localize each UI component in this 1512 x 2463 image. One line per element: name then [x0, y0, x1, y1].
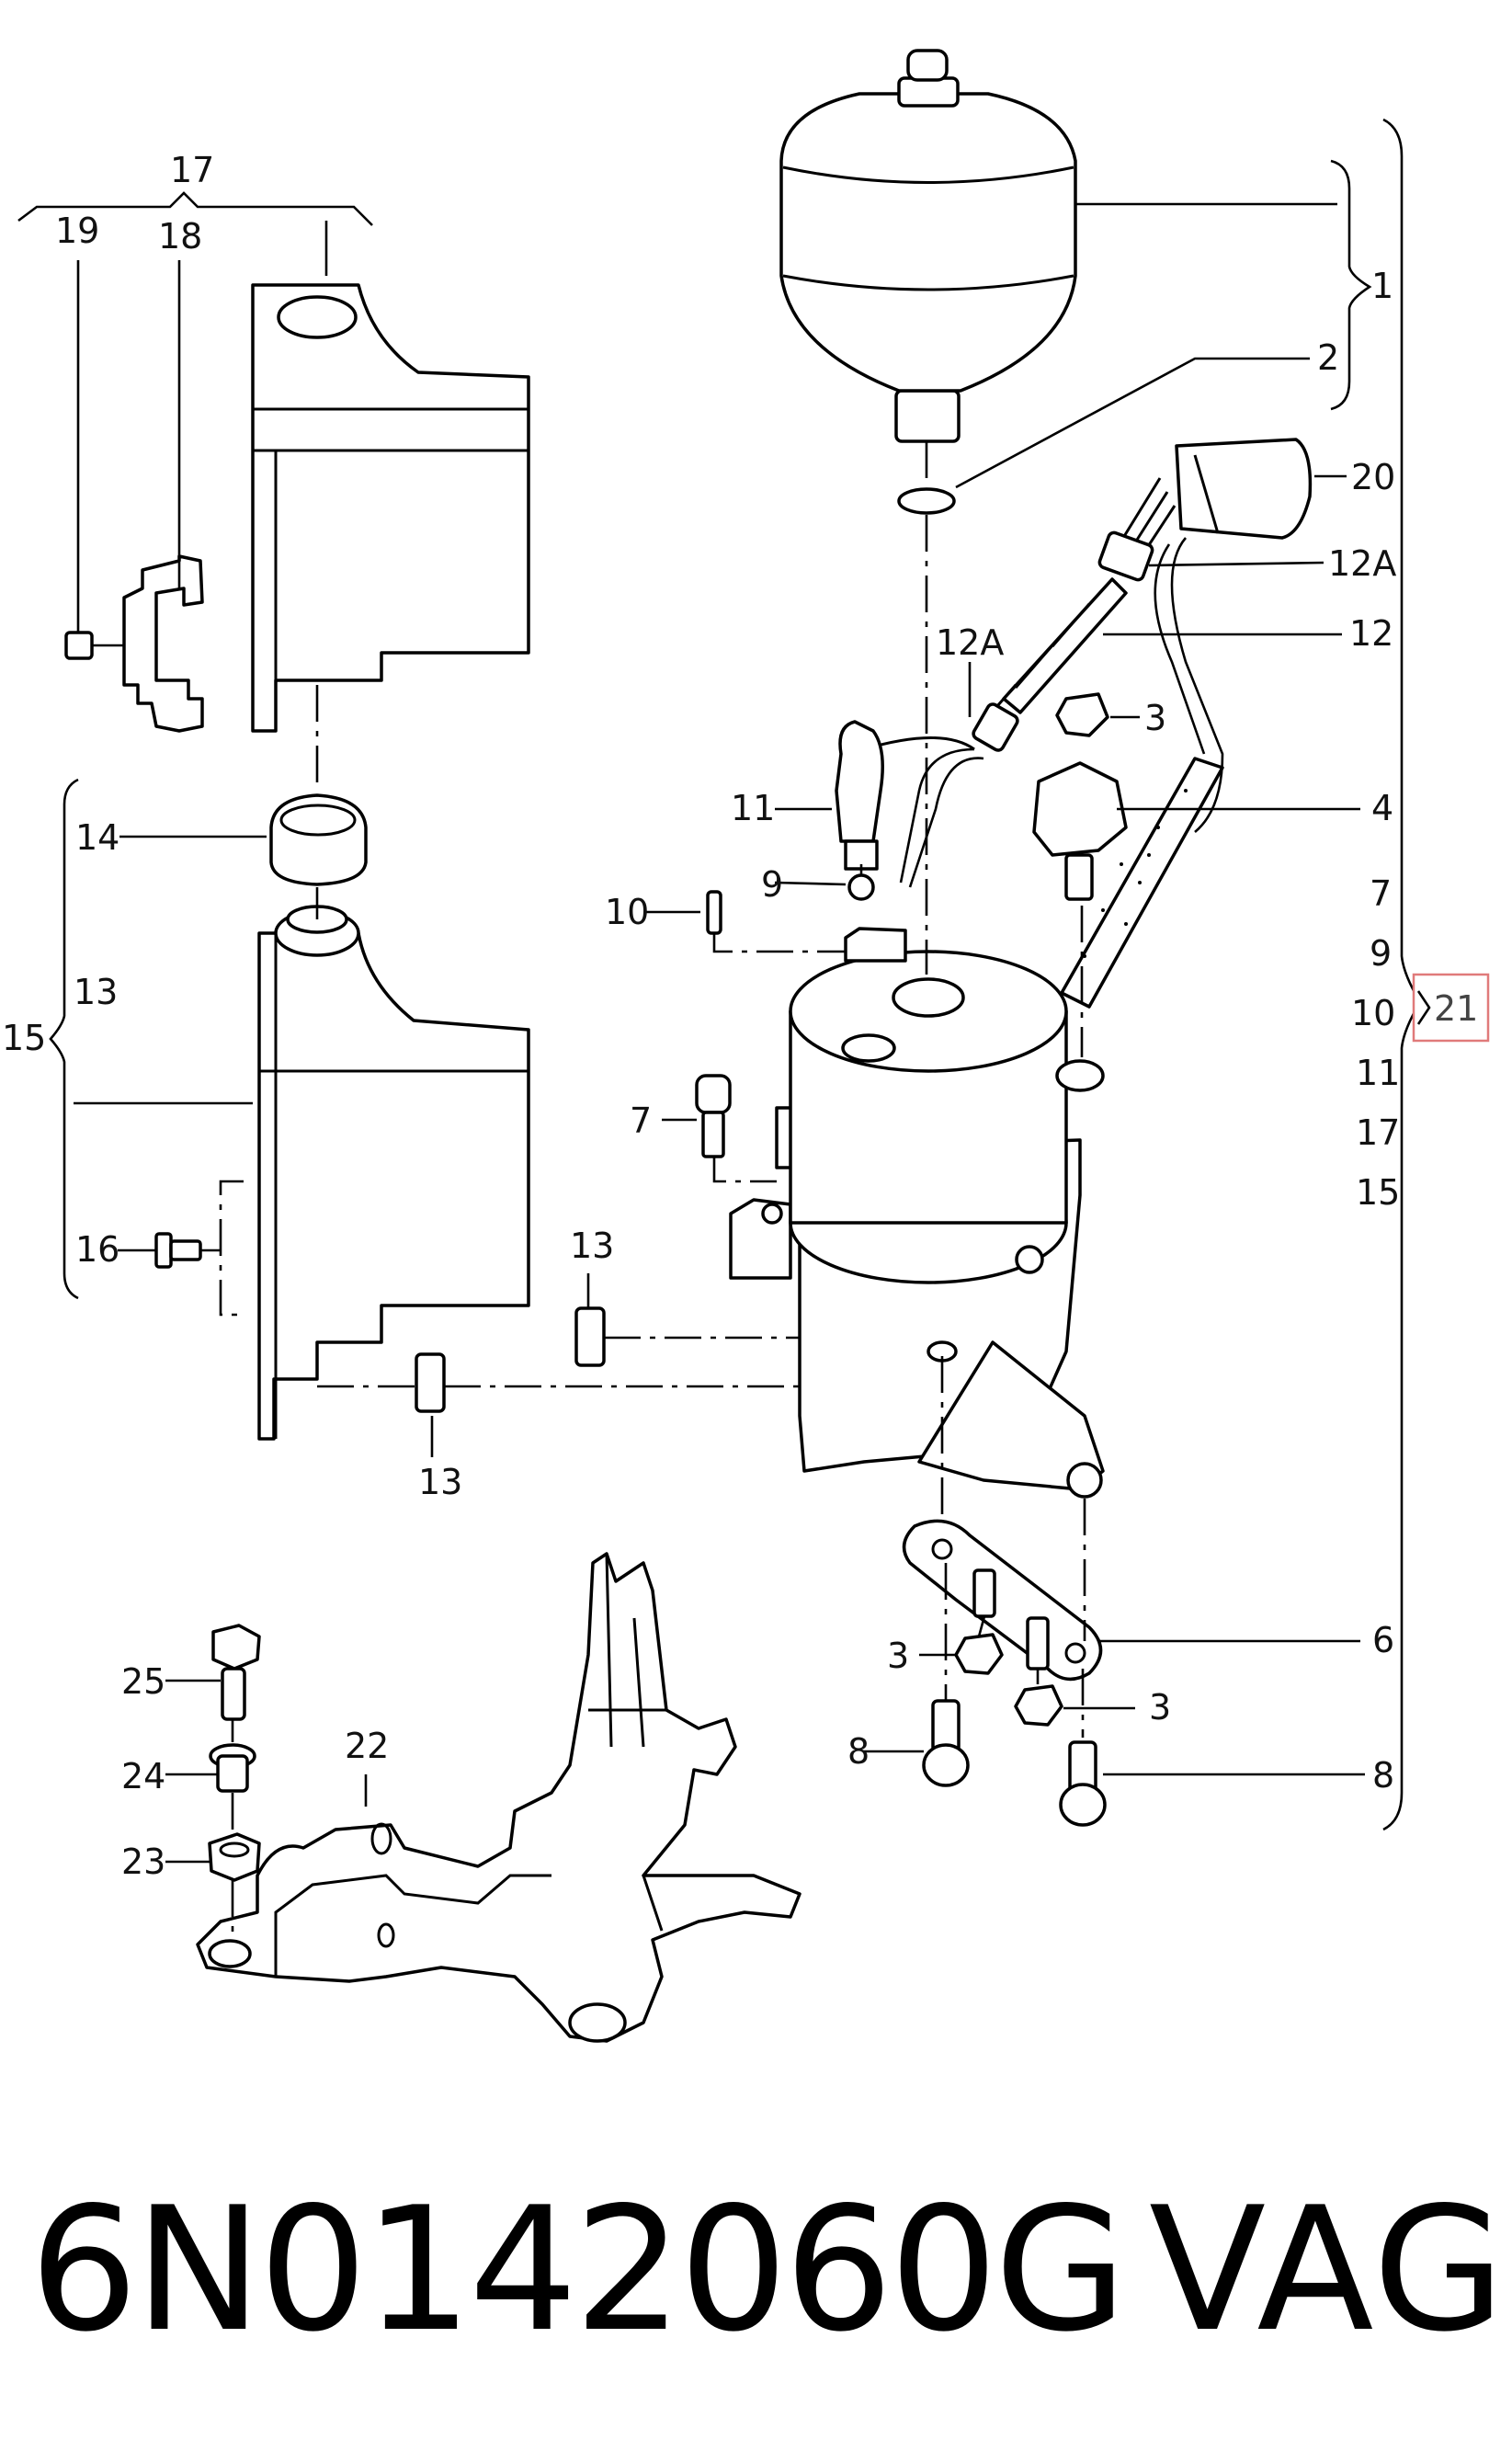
nut-3-right: [1014, 1684, 1063, 1727]
part-footer: 6N0142060G VAG: [0, 2170, 1512, 2400]
bolt-8-right: [1059, 1740, 1107, 1827]
callout-1: 1: [1371, 266, 1393, 306]
clip-19: [64, 631, 94, 660]
seal-outline-16: [219, 1180, 244, 1317]
callout-18: 18: [158, 216, 202, 257]
brand-name: VAG: [1149, 2170, 1507, 2369]
pin-10: [706, 890, 722, 935]
callout-3-right: 3: [1149, 1687, 1171, 1728]
group-21-highlight[interactable]: 21: [1412, 973, 1490, 1043]
grommet-13-bottom: [415, 1352, 446, 1413]
callout-11: 11: [731, 788, 775, 828]
center-lines: [231, 441, 1086, 1940]
nut-23: [208, 1832, 261, 1882]
mount-4: [1032, 761, 1128, 901]
bracket-6: [902, 1519, 1103, 1682]
callout-2: 2: [1317, 337, 1339, 378]
nut-3-left: [954, 1633, 1004, 1675]
group-21-item: 9: [1370, 933, 1392, 974]
callout-8-left: 8: [847, 1731, 870, 1772]
seal-9: [847, 873, 875, 901]
callout-13-mid: 13: [570, 1226, 614, 1266]
callout-19: 19: [55, 211, 99, 251]
callout-23: 23: [121, 1842, 165, 1882]
callout-8-right: 8: [1372, 1755, 1394, 1796]
callout-12a-top: 12A: [936, 622, 1004, 663]
callout-3-top: 3: [1144, 698, 1166, 738]
o-ring-2: [897, 487, 956, 515]
pressure-accumulator: [779, 49, 1077, 443]
callout-14: 14: [75, 817, 119, 858]
callout-20: 20: [1351, 457, 1395, 497]
bolt-8-left: [922, 1699, 970, 1787]
nut-3-top: [1055, 692, 1109, 737]
callout-12a-right: 12A: [1328, 543, 1396, 584]
bolt-25: [211, 1624, 261, 1721]
group-21-item: 17: [1356, 1112, 1400, 1153]
callout-12: 12: [1349, 613, 1393, 654]
group-21-item: 15: [1356, 1172, 1400, 1213]
callout-17: 17: [170, 150, 214, 190]
holder-18: [122, 554, 204, 733]
grommet-13-mid: [574, 1306, 606, 1367]
reservoir-15: [257, 905, 530, 1441]
leader-lines: [74, 202, 1365, 1864]
callout-13-left: 13: [74, 972, 118, 1012]
callout-16: 16: [75, 1229, 119, 1270]
group-21-item: 11: [1356, 1053, 1400, 1093]
callout-7: 7: [630, 1100, 652, 1141]
pump-motor: [729, 927, 1105, 1499]
base-bracket-22: [196, 1552, 801, 2043]
wiring-harness: [850, 438, 1313, 1009]
callout-13-bottom: 13: [418, 1462, 462, 1502]
callout-3-left: 3: [887, 1636, 909, 1676]
group-21-item: 10: [1351, 993, 1395, 1033]
callout-4: 4: [1371, 788, 1393, 828]
sensor-11: [835, 720, 884, 871]
callout-9: 9: [761, 864, 783, 905]
group-21-label: 21: [1434, 988, 1478, 1029]
callout-6: 6: [1372, 1620, 1394, 1660]
group-21-item: 7: [1370, 873, 1392, 914]
callout-24: 24: [121, 1756, 165, 1796]
group-21-list: 7 9 10 11 17 15: [1351, 873, 1400, 1213]
braces: [17, 118, 1422, 1831]
screw-7: [695, 1074, 732, 1158]
callout-labels: 1 2 20 12A 12 12A 3 4 11 9 10 7 6 3 3 8 …: [2, 150, 1396, 1882]
callout-15: 15: [2, 1018, 46, 1058]
callout-25: 25: [121, 1661, 165, 1702]
part-number: 6N0142060G: [29, 2170, 1127, 2369]
screw-16: [154, 1232, 202, 1269]
bushing-24: [209, 1743, 256, 1793]
cap-14: [269, 793, 368, 886]
callout-10: 10: [605, 892, 649, 932]
housing-17: [251, 283, 530, 733]
callout-22: 22: [345, 1726, 389, 1766]
